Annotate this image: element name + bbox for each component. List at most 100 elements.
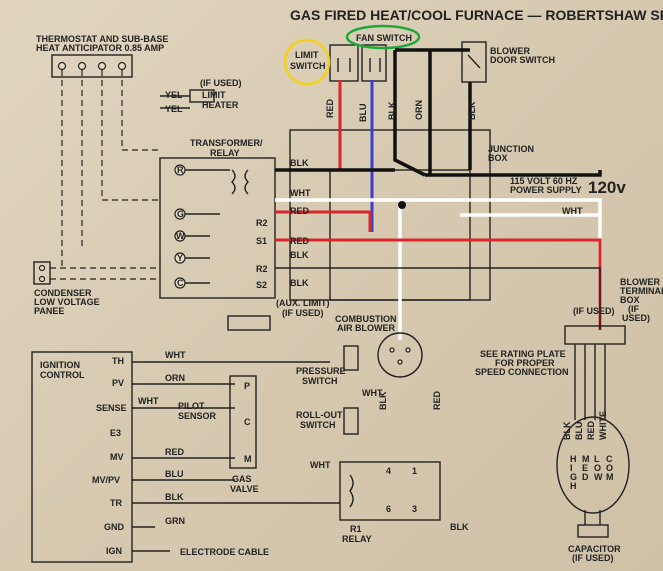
svg-text:G: G <box>177 209 184 219</box>
svg-text:GRN: GRN <box>165 516 185 526</box>
svg-text:WHT: WHT <box>562 206 583 216</box>
svg-text:WHT: WHT <box>290 188 311 198</box>
svg-text:MED: MED <box>582 454 590 482</box>
svg-text:ORN: ORN <box>414 100 424 120</box>
svg-text:C: C <box>244 417 251 427</box>
svg-text:LOW: LOW <box>594 454 603 482</box>
yel-label-2: YEL <box>165 104 183 114</box>
svg-text:ORN: ORN <box>165 373 185 383</box>
black-wire-main <box>393 48 602 177</box>
svg-text:TH: TH <box>112 356 124 366</box>
svg-text:BLK: BLK <box>290 158 309 168</box>
svg-text:C: C <box>177 278 184 288</box>
svg-text:BLK: BLK <box>290 278 309 288</box>
white-wire-branch <box>398 205 602 340</box>
thermostat-label-1: THERMOSTAT AND SUB-BASE <box>36 34 168 44</box>
svg-text:6: 6 <box>386 504 391 514</box>
svg-text:BLK: BLK <box>562 421 572 440</box>
svg-text:(IF USED): (IF USED) <box>573 306 615 316</box>
svg-text:COM: COM <box>606 454 614 482</box>
svg-text:BLU: BLU <box>574 422 584 441</box>
transformer-box <box>159 157 276 299</box>
svg-text:BLK: BLK <box>378 391 388 410</box>
svg-text:4: 4 <box>386 466 391 476</box>
svg-text:RED: RED <box>165 447 185 457</box>
svg-text:MV/PV: MV/PV <box>92 475 120 485</box>
red-wire-s1 <box>275 210 602 330</box>
red-wire-limit <box>275 80 342 172</box>
svg-text:W: W <box>176 231 185 241</box>
svg-text:RED: RED <box>432 390 442 410</box>
svg-text:R2: R2 <box>256 218 268 228</box>
splice-dot <box>398 201 406 209</box>
svg-text:WHT: WHT <box>310 460 331 470</box>
svg-text:PV: PV <box>112 378 124 388</box>
svg-text:IGN: IGN <box>106 546 122 556</box>
svg-text:TRANSFORMER/RELAY: TRANSFORMER/RELAY <box>190 138 263 158</box>
yel-label-1: YEL <box>165 90 183 100</box>
svg-text:WHT: WHT <box>138 396 159 406</box>
svg-text:S2: S2 <box>256 280 267 290</box>
thermostat-box <box>51 54 133 78</box>
svg-text:(AUX. LIMIT)(IF USED): (AUX. LIMIT)(IF USED) <box>276 298 330 318</box>
transformer-relay: TRANSFORMER/RELAY R G W Y C R2 S1 R2 S2 <box>159 138 276 299</box>
fan-switch-label: FAN SWITCH <box>356 33 412 43</box>
svg-text:R: R <box>177 165 184 175</box>
limit-switch-circle <box>283 38 331 86</box>
electrode-cable-label: ELECTRODE CABLE <box>180 547 269 557</box>
svg-text:RED: RED <box>586 420 596 440</box>
svg-text:WHT: WHT <box>362 388 383 398</box>
white-wire-main <box>275 198 602 215</box>
svg-text:RED: RED <box>325 98 335 118</box>
svg-text:RED: RED <box>290 206 310 216</box>
thermostat: THERMOSTAT AND SUB-BASE HEAT ANTICIPATOR… <box>36 34 168 270</box>
svg-text:CAPACITOR(IF USED): CAPACITOR(IF USED) <box>568 544 621 563</box>
diagram-title: GAS FIRED HEAT/COOL FURNACE — ROBERTSHAW… <box>290 7 663 23</box>
svg-text:S1: S1 <box>256 236 267 246</box>
fan-switch: FAN SWITCH <box>345 24 421 82</box>
svg-text:M: M <box>244 454 252 464</box>
svg-text:BLU: BLU <box>358 104 368 123</box>
fan-switch-ellipse <box>345 24 421 50</box>
svg-text:BLK: BLK <box>467 101 477 120</box>
svg-text:BLK: BLK <box>290 250 309 260</box>
svg-text:BLK: BLK <box>165 492 184 502</box>
svg-text:E3: E3 <box>110 428 121 438</box>
svg-text:R2: R2 <box>256 264 268 274</box>
svg-text:BLU: BLU <box>165 469 184 479</box>
svg-text:MV: MV <box>110 452 124 462</box>
svg-text:TR: TR <box>110 498 122 508</box>
svg-text:1: 1 <box>412 466 417 476</box>
svg-text:RED: RED <box>290 236 310 246</box>
voltage-note: 120v <box>588 178 626 197</box>
svg-text:GND: GND <box>104 522 125 532</box>
aux-limit: (AUX. LIMIT)(IF USED) <box>227 298 330 331</box>
svg-text:SENSE: SENSE <box>96 403 127 413</box>
svg-text:3: 3 <box>412 504 417 514</box>
